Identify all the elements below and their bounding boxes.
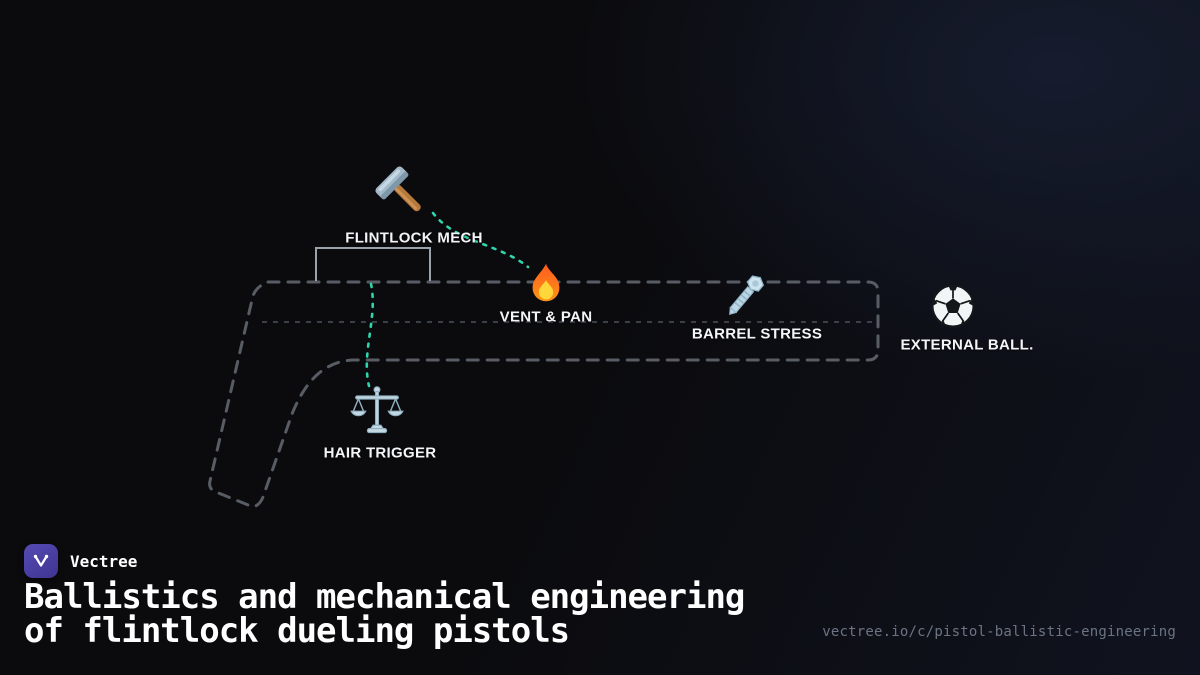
- external-ball-label: EXTERNAL BALL.: [900, 336, 1034, 354]
- soccer-ball-icon: [927, 280, 979, 332]
- page-title-line2: of flintlock dueling pistols: [24, 611, 570, 651]
- nut-and-bolt-icon: [719, 270, 771, 322]
- source-url: vectree.io/c/pistol-ballistic-engineerin…: [822, 624, 1176, 640]
- lock-plate-bracket: [315, 247, 431, 281]
- connector-trigger-to-barrel: [365, 282, 375, 388]
- vent-pan-label: VENT & PAN: [499, 308, 593, 326]
- balance-scale-icon: [350, 383, 404, 437]
- hammer-icon: [374, 165, 432, 223]
- brand-name: Vectree: [70, 551, 138, 571]
- vectree-logo-glyph: [33, 554, 49, 567]
- page-title: Ballistics and mechanical engineering of…: [24, 577, 745, 651]
- flame-icon: [523, 261, 569, 307]
- page-title-line1: Ballistics and mechanical engineering: [24, 577, 745, 617]
- hair-trigger-label: HAIR TRIGGER: [323, 444, 437, 462]
- flintlock-mech-label: FLINTLOCK MECH: [345, 229, 483, 247]
- barrel-stress-label: BARREL STRESS: [691, 325, 823, 343]
- brand-row: Vectree: [24, 544, 137, 578]
- vectree-logo: [24, 544, 58, 578]
